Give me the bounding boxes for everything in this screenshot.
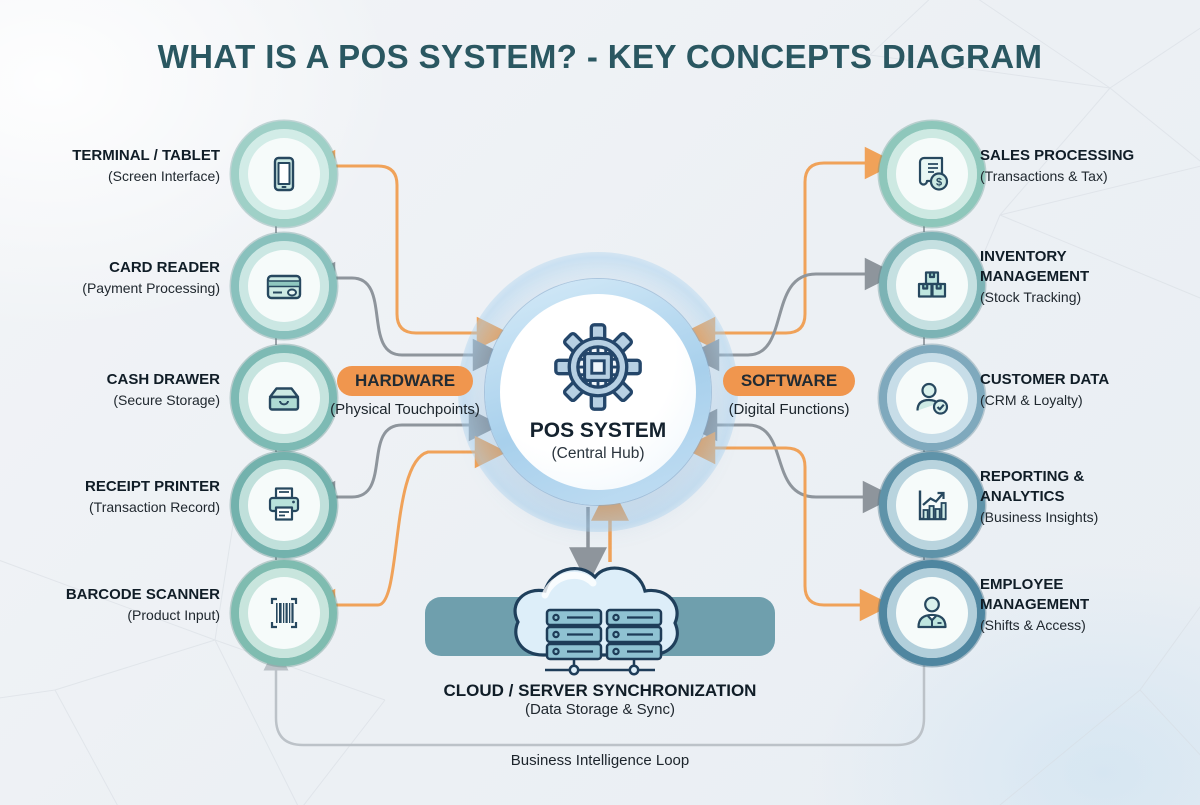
node-employee-management — [879, 560, 985, 666]
label-receipt-printer: RECEIPT PRINTER (Transaction Record) — [84, 478, 220, 515]
label-cash-drawer: CASH DRAWER (Secure Storage) — [106, 371, 220, 408]
arrow-terminal-hub — [302, 149, 510, 350]
cloud-title: CLOUD / SERVER SYNCHRONIZATION — [443, 681, 757, 700]
software-badge: SOFTWARE — [722, 366, 856, 396]
user-check-icon — [916, 382, 949, 415]
node-barcode-scanner — [231, 560, 337, 666]
receipt-dollar-icon: $ — [918, 156, 949, 191]
label-terminal-tablet: TERMINAL / TABLET (Screen Interface) — [72, 147, 220, 184]
node-terminal-tablet — [231, 121, 337, 227]
business-intelligence-loop-line — [263, 645, 926, 747]
employee-icon — [917, 596, 947, 629]
node-customer-data — [879, 345, 985, 451]
arrow-hub-inventory — [686, 257, 898, 372]
hub-inner: POS SYSTEM (Central Hub) — [500, 294, 696, 490]
label-card-reader: CARD READER (Payment Processing) — [82, 259, 220, 296]
hub-title: POS SYSTEM — [529, 419, 667, 442]
page-title: WHAT IS A POS SYSTEM? - KEY CONCEPTS DIA… — [157, 38, 1043, 75]
node-receipt-printer — [231, 452, 337, 558]
credit-card-icon — [266, 274, 302, 300]
label-barcode-scanner: BARCODE SCANNER (Product Input) — [65, 586, 220, 623]
node-reporting-analytics — [879, 452, 985, 558]
label-reporting-analytics: REPORTING & ANALYTICS (Business Insights… — [980, 468, 1099, 525]
cloud-subtitle: (Data Storage & Sync) — [524, 701, 676, 718]
boxes-icon — [917, 271, 947, 298]
bar-chart-icon — [918, 490, 947, 521]
barcode-icon — [270, 597, 298, 629]
printer-icon — [268, 487, 300, 521]
cash-drawer-icon — [268, 387, 300, 411]
cloud-caption: CLOUD / SERVER SYNCHRONIZATION (Data Sto… — [300, 681, 900, 718]
label-employee-management: EMPLOYEE MANAGEMENT (Shifts & Access) — [980, 576, 1090, 633]
node-cash-drawer — [231, 345, 337, 451]
pos-system-hub: POS SYSTEM (Central Hub) — [485, 279, 711, 505]
hub-subtitle: (Central Hub) — [551, 445, 645, 462]
arrow-hub-reporting — [684, 408, 896, 514]
arrow-scanner-hub — [302, 435, 508, 622]
label-inventory-management: INVENTORY MANAGEMENT (Stock Tracking) — [980, 248, 1090, 305]
software-caption: (Digital Functions) — [728, 401, 850, 418]
node-card-reader — [231, 233, 337, 339]
tablet-icon — [273, 156, 295, 192]
arrow-hub-employee — [682, 431, 893, 622]
arrow-hub-sales — [682, 146, 898, 350]
business-intelligence-loop-label: Business Intelligence Loop — [510, 752, 690, 769]
arrow-cardreader-hub — [302, 261, 506, 372]
hardware-badge: HARDWARE — [336, 366, 474, 396]
label-customer-data: CUSTOMER DATA (CRM & Loyalty) — [980, 371, 1110, 408]
cloud-servers-icon — [513, 566, 679, 676]
label-sales-processing: SALES PROCESSING (Transactions & Tax) — [980, 147, 1135, 184]
svg-text:$: $ — [936, 177, 942, 189]
hardware-caption: (Physical Touchpoints) — [330, 401, 480, 418]
gear-chip-icon — [554, 323, 642, 411]
arrow-printer-hub — [302, 408, 502, 514]
node-inventory-management — [879, 232, 985, 338]
node-sales-processing: $ — [879, 121, 985, 227]
